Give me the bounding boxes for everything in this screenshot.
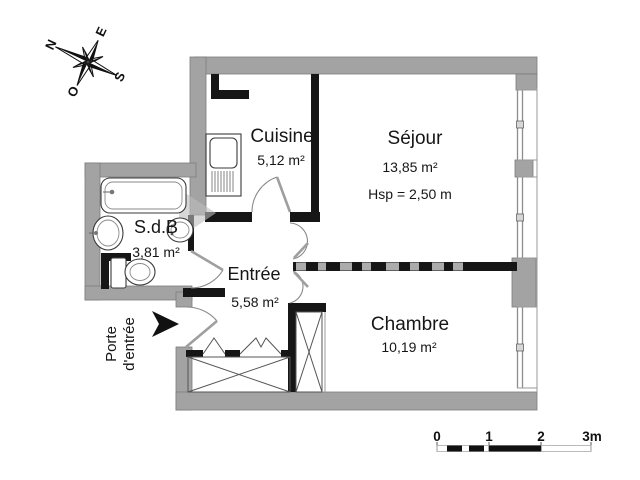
scale-tick-3: 3m bbox=[582, 429, 602, 444]
area-sdb: 3,81 m² bbox=[132, 244, 180, 260]
door-entrance bbox=[185, 306, 218, 348]
windows-east bbox=[516, 88, 538, 392]
closet-post-2 bbox=[225, 350, 240, 357]
fixtures bbox=[89, 133, 242, 289]
compass-star-shading bbox=[55, 40, 118, 86]
wall-cuisine-entree-right bbox=[290, 212, 320, 222]
label-sdb: S.d.B bbox=[134, 217, 178, 237]
compass-west: O bbox=[64, 84, 82, 100]
wall-top-right-step bbox=[515, 73, 538, 91]
closets bbox=[187, 311, 326, 393]
exterior-walls bbox=[84, 56, 538, 411]
wall-sejour-chambre bbox=[293, 262, 517, 271]
label-chambre: Chambre bbox=[371, 314, 449, 335]
label-entree: Entrée bbox=[227, 264, 280, 284]
wall-bath-top bbox=[84, 162, 197, 178]
doors bbox=[185, 176, 309, 348]
ceiling-height-sejour: Hsp = 2,50 m bbox=[368, 186, 452, 202]
wall-bath-door-stub bbox=[183, 288, 225, 297]
watermark-wall-text bbox=[296, 262, 463, 271]
folding-door-right bbox=[239, 337, 282, 355]
entrance-annotation: Porte d'entrée bbox=[103, 311, 179, 371]
entrance-arrow-icon bbox=[152, 311, 179, 337]
door-sejour bbox=[289, 222, 309, 260]
wall-chambre-closet-top bbox=[288, 303, 326, 312]
area-entree: 5,58 m² bbox=[231, 294, 279, 310]
wall-top bbox=[194, 56, 538, 75]
wall-kitchen-duct-h bbox=[211, 90, 249, 99]
room-labels: Cuisine 5,12 m² Séjour 13,85 m² Hsp = 2,… bbox=[132, 126, 452, 355]
wall-kitchen-duct-v bbox=[211, 74, 219, 99]
compass-north: N bbox=[42, 37, 60, 52]
area-sejour: 13,85 m² bbox=[382, 159, 438, 175]
area-chambre: 10,19 m² bbox=[381, 339, 437, 355]
closet-post-3 bbox=[281, 350, 296, 357]
wall-cuisine-sejour bbox=[311, 74, 319, 222]
compass-south: S bbox=[111, 69, 128, 83]
door-cuisine bbox=[251, 176, 292, 213]
wall-bottom bbox=[175, 391, 538, 411]
scale-bar: 0 1 2 3m bbox=[433, 429, 602, 452]
toilet-icon bbox=[110, 257, 156, 289]
chambre-closet bbox=[295, 311, 326, 393]
compass-east: E bbox=[92, 24, 109, 38]
window-handle bbox=[516, 120, 524, 129]
wall-chambre-closet-left bbox=[288, 303, 296, 392]
closet-post-1 bbox=[186, 350, 203, 357]
door-sdb bbox=[190, 249, 224, 289]
pillar-sejour-window bbox=[514, 159, 534, 178]
window-handle bbox=[516, 213, 524, 222]
entrance-label-line1: Porte bbox=[103, 326, 120, 362]
folding-door-left bbox=[202, 337, 226, 355]
window-handle bbox=[516, 343, 524, 352]
label-cuisine: Cuisine bbox=[250, 126, 313, 147]
label-sejour: Séjour bbox=[388, 128, 444, 149]
window-sejour-1 bbox=[516, 89, 537, 161]
bidet-icon bbox=[166, 217, 194, 243]
window-chambre bbox=[516, 306, 537, 389]
bathtub-icon bbox=[100, 177, 187, 214]
scale-dash-2 bbox=[469, 445, 484, 452]
kitchen-sink-icon bbox=[205, 133, 242, 197]
window-sejour-2 bbox=[516, 176, 537, 259]
compass-rose-icon: N E S O bbox=[42, 24, 128, 100]
wall-cuisine-entree-left bbox=[205, 212, 252, 222]
wall-toilet-nook-h bbox=[101, 253, 131, 261]
scale-solid-segment bbox=[489, 445, 541, 452]
door-chambre bbox=[289, 270, 309, 304]
entrance-label-line2: d'entrée bbox=[121, 317, 138, 371]
wall-toilet-nook-v bbox=[101, 253, 109, 289]
scale-tick-2: 2 bbox=[537, 429, 545, 444]
area-cuisine: 5,12 m² bbox=[257, 152, 305, 168]
scale-tick-1: 1 bbox=[485, 429, 493, 444]
wall-kitchen-west bbox=[189, 56, 207, 216]
scale-dash-1 bbox=[447, 445, 462, 452]
washbasin-icon bbox=[89, 215, 124, 251]
entree-closet bbox=[187, 337, 291, 393]
scale-tick-0: 0 bbox=[433, 429, 441, 444]
